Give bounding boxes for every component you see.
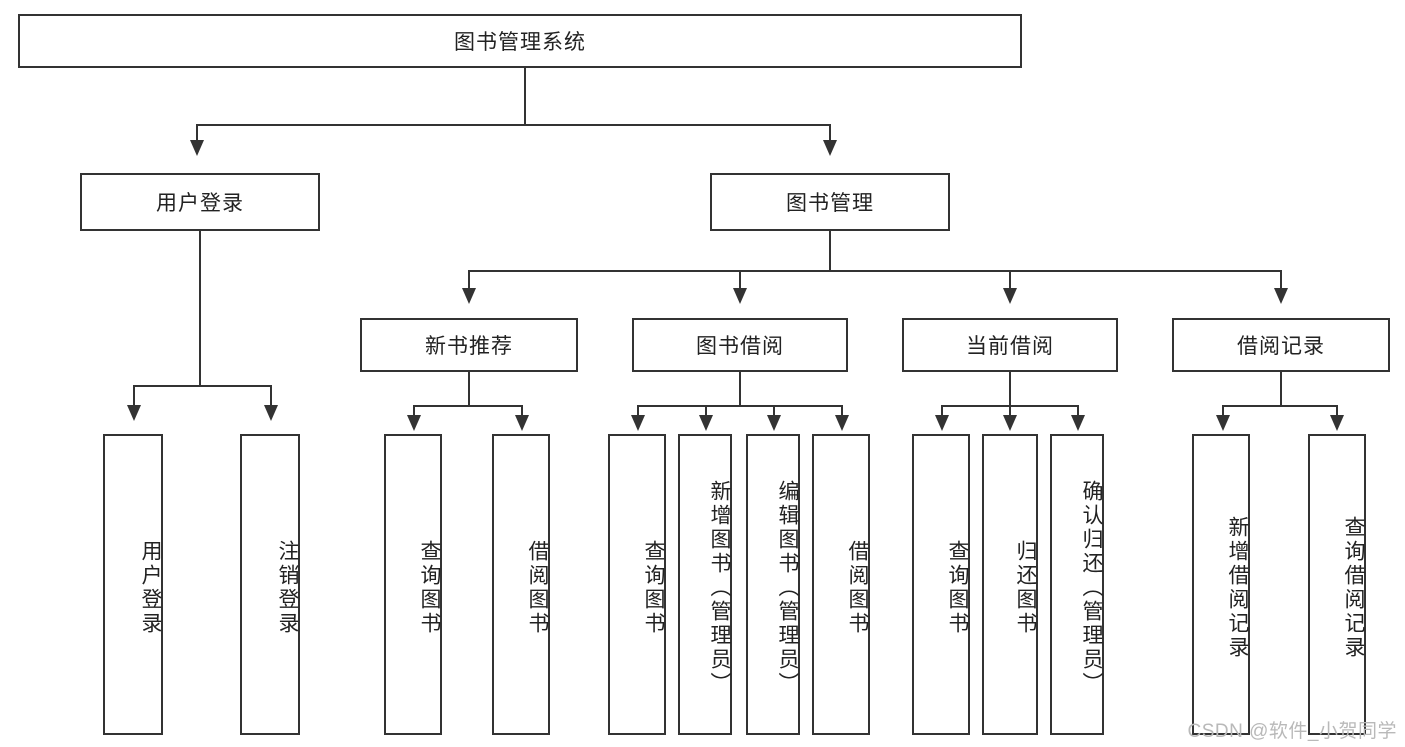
node-label: 借阅记录	[1237, 335, 1325, 358]
node-borrow-record[interactable]: 借阅记录	[1172, 318, 1390, 372]
connector-current-borrow-leg-3	[1077, 405, 1079, 417]
arrow-to-leaf-add-book	[699, 415, 713, 431]
node-label: 图书借阅	[696, 335, 784, 358]
arrow-to-book-borrow	[733, 288, 747, 304]
connector-root-bus	[196, 124, 830, 126]
connector-book-borrow-leg-2	[705, 405, 707, 417]
connector-level3-leg-4	[1280, 270, 1282, 290]
node-label: 借阅图书	[526, 539, 549, 636]
node-new-book-recommend[interactable]: 新书推荐	[360, 318, 578, 372]
connector-root-stem	[524, 68, 526, 124]
node-current-borrow[interactable]: 当前借阅	[902, 318, 1118, 372]
connector-user-login-stem	[199, 231, 201, 385]
arrow-to-leaf-borrow-book-a	[515, 415, 529, 431]
leaf-query-book-borrow[interactable]: 查询图书	[608, 434, 666, 735]
connector-new-book-leg-2	[521, 405, 523, 417]
connector-new-book-bus	[413, 405, 523, 407]
arrow-to-leaf-confirm-return	[1071, 415, 1085, 431]
node-label: 用户登录	[156, 192, 244, 215]
connector-book-borrow-leg-4	[841, 405, 843, 417]
node-label: 查询借阅记录	[1342, 515, 1365, 660]
leaf-add-book-admin[interactable]: 新增图书（管理员）	[678, 434, 732, 735]
arrow-to-new-book-recommend	[462, 288, 476, 304]
node-label: 编辑图书（管理员）	[776, 479, 799, 696]
connector-book-management-stem	[829, 231, 831, 270]
arrow-to-leaf-query-book-a	[407, 415, 421, 431]
connector-borrow-record-leg-2	[1336, 405, 1338, 417]
node-label: 借阅图书	[846, 539, 869, 636]
leaf-query-book-recommend[interactable]: 查询图书	[384, 434, 442, 735]
connector-root-leg-1	[196, 124, 198, 142]
leaf-add-borrow-record[interactable]: 新增借阅记录	[1192, 434, 1250, 735]
node-label: 新增借阅记录	[1226, 515, 1249, 660]
leaf-borrow-book-recommend[interactable]: 借阅图书	[492, 434, 550, 735]
arrow-to-leaf-query-book-b	[631, 415, 645, 431]
arrow-to-current-borrow	[1003, 288, 1017, 304]
arrow-to-book-management	[823, 140, 837, 156]
node-book-management[interactable]: 图书管理	[710, 173, 950, 231]
node-root-book-management-system[interactable]: 图书管理系统	[18, 14, 1022, 68]
connector-new-book-stem	[468, 372, 470, 405]
arrow-to-leaf-borrow-book-b	[835, 415, 849, 431]
arrow-to-borrow-record	[1274, 288, 1288, 304]
node-label: 当前借阅	[966, 335, 1054, 358]
node-label: 新增图书（管理员）	[708, 479, 731, 696]
node-label: 用户登录	[139, 539, 162, 636]
node-label: 图书管理	[786, 192, 874, 215]
arrow-to-leaf-add-record	[1216, 415, 1230, 431]
connector-level3-leg-3	[1009, 270, 1011, 290]
arrow-to-leaf-edit-book	[767, 415, 781, 431]
connector-current-borrow-leg-2	[1009, 405, 1011, 417]
leaf-query-borrow-record[interactable]: 查询借阅记录	[1308, 434, 1366, 735]
node-label: 查询图书	[418, 539, 441, 636]
arrow-to-leaf-query-book-c	[935, 415, 949, 431]
connector-borrow-record-bus	[1222, 405, 1338, 407]
node-label: 查询图书	[946, 539, 969, 636]
connector-borrow-record-stem	[1280, 372, 1282, 405]
node-label: 图书管理系统	[454, 31, 586, 54]
connector-level3-bus	[468, 270, 1280, 272]
arrow-to-user-login	[190, 140, 204, 156]
connector-user-login-bus	[133, 385, 271, 387]
arrow-to-leaf-return-book	[1003, 415, 1017, 431]
node-label: 注销登录	[276, 539, 299, 636]
leaf-confirm-return-admin[interactable]: 确认归还（管理员）	[1050, 434, 1104, 735]
node-user-login[interactable]: 用户登录	[80, 173, 320, 231]
node-label: 查询图书	[642, 539, 665, 636]
connector-current-borrow-stem	[1009, 372, 1011, 405]
node-label: 确认归还（管理员）	[1080, 479, 1103, 696]
connector-level3-leg-2	[739, 270, 741, 290]
connector-book-borrow-bus	[637, 405, 842, 407]
leaf-query-book-current[interactable]: 查询图书	[912, 434, 970, 735]
leaf-borrow-book[interactable]: 借阅图书	[812, 434, 870, 735]
connector-level3-leg-1	[468, 270, 470, 290]
connector-book-borrow-leg-1	[637, 405, 639, 417]
connector-user-login-leg-2	[270, 385, 272, 407]
arrow-to-leaf-query-record	[1330, 415, 1344, 431]
connector-new-book-leg-1	[413, 405, 415, 417]
arrow-to-leaf-user-login	[127, 405, 141, 421]
node-label: 新书推荐	[425, 335, 513, 358]
node-book-borrow[interactable]: 图书借阅	[632, 318, 848, 372]
leaf-user-login[interactable]: 用户登录	[103, 434, 163, 735]
leaf-return-book[interactable]: 归还图书	[982, 434, 1038, 735]
connector-book-borrow-stem	[739, 372, 741, 405]
connector-current-borrow-leg-1	[941, 405, 943, 417]
connector-user-login-leg-1	[133, 385, 135, 407]
leaf-edit-book-admin[interactable]: 编辑图书（管理员）	[746, 434, 800, 735]
connector-borrow-record-leg-1	[1222, 405, 1224, 417]
leaf-logout[interactable]: 注销登录	[240, 434, 300, 735]
connector-book-borrow-leg-3	[773, 405, 775, 417]
connector-root-leg-2	[829, 124, 831, 142]
arrow-to-leaf-logout	[264, 405, 278, 421]
node-label: 归还图书	[1014, 539, 1037, 636]
